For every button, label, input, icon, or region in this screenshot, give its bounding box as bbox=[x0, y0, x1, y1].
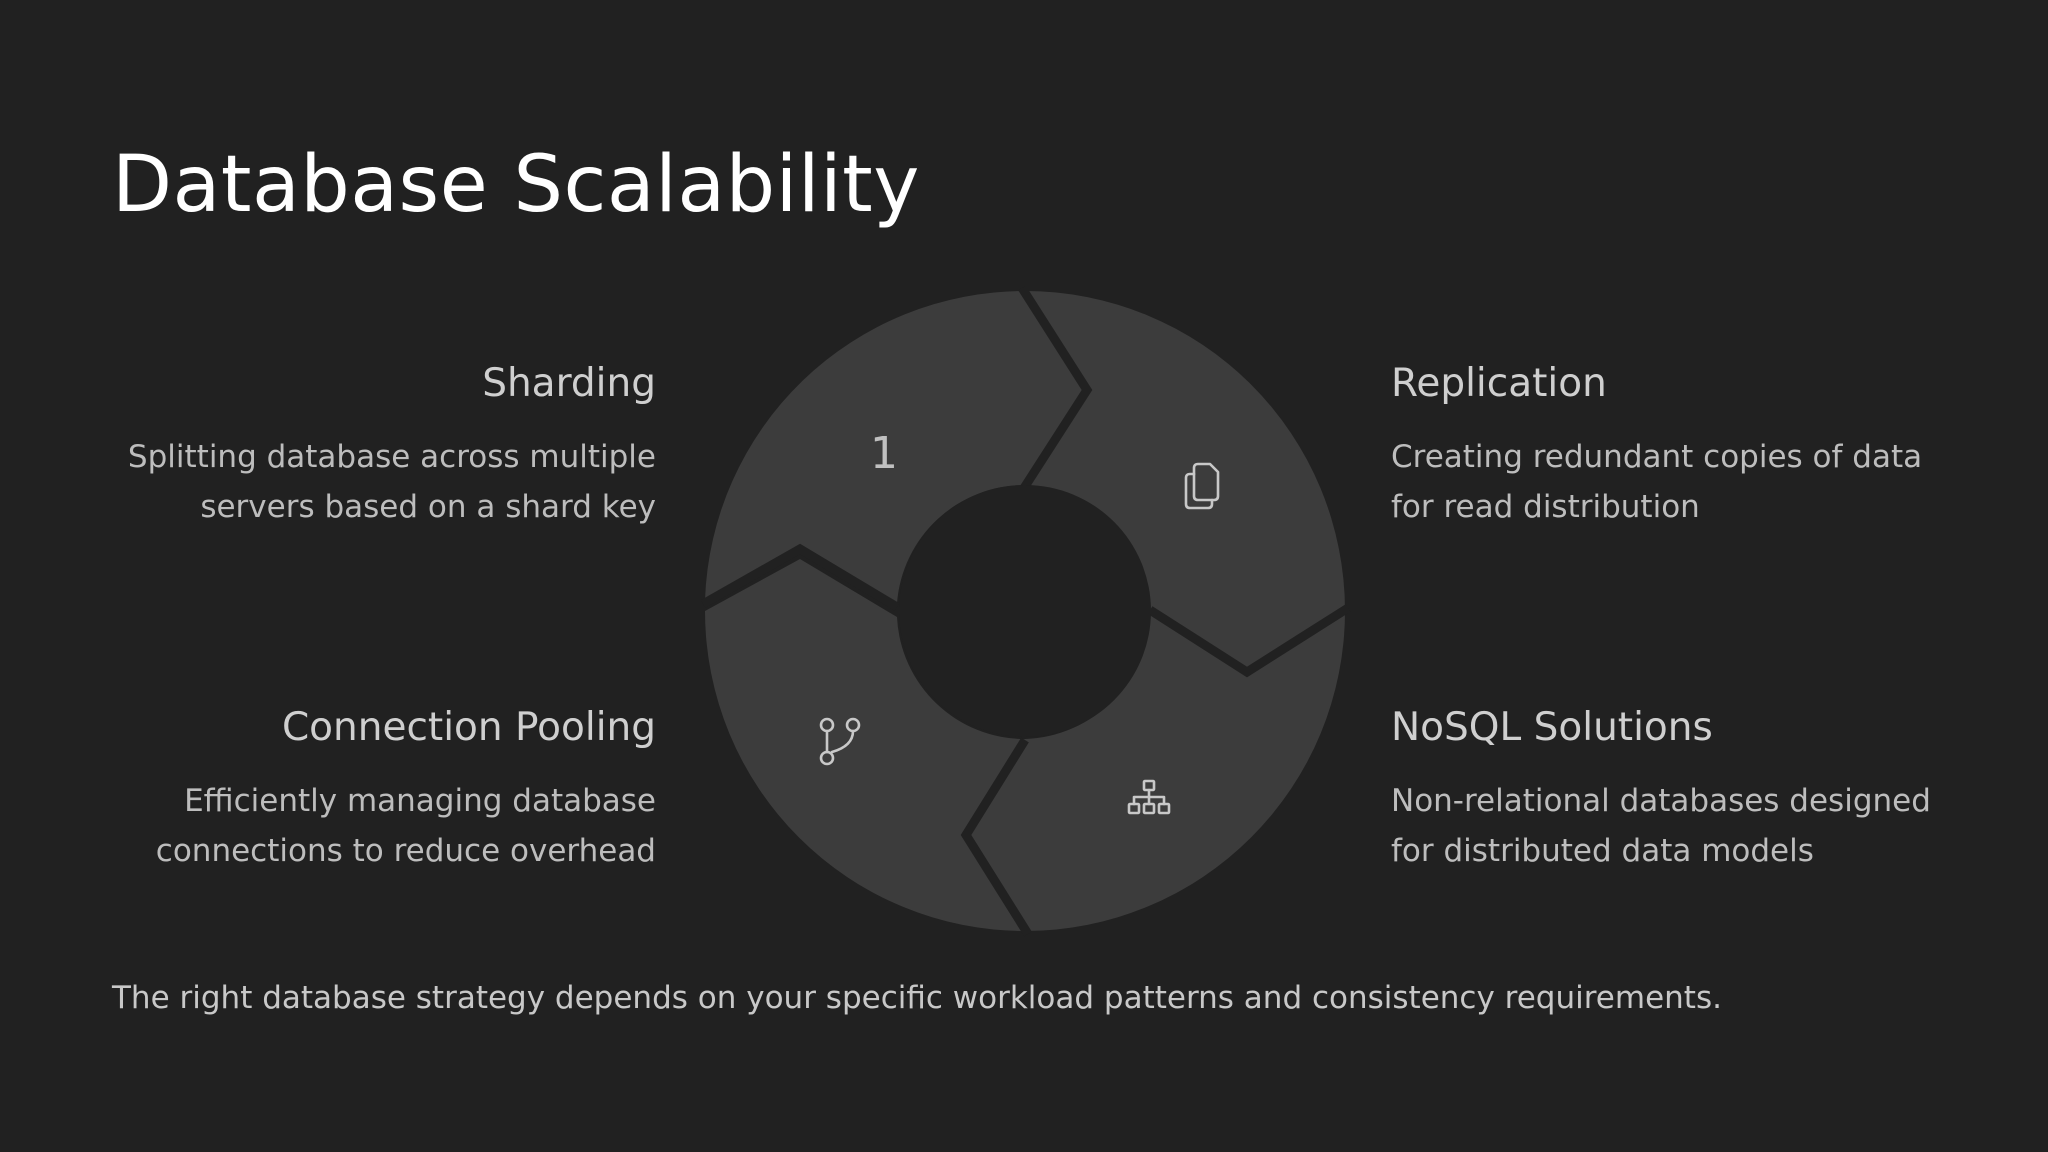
item-desc-nosql: Non-relational databases designed for di… bbox=[1391, 783, 1931, 869]
cycle-segment-connection-pooling bbox=[705, 559, 1025, 931]
segment-number-label: 1 bbox=[870, 428, 898, 479]
item-desc-replication: Creating redundant copies of data for re… bbox=[1391, 439, 1923, 525]
item-desc-connection-pooling: Efficiently managing database connection… bbox=[155, 783, 656, 869]
item-title-sharding: Sharding bbox=[482, 361, 656, 406]
item-title-replication: Replication bbox=[1391, 361, 1607, 406]
cycle-center bbox=[899, 485, 1151, 737]
item-title-nosql: NoSQL Solutions bbox=[1391, 705, 1713, 750]
item-title-connection-pooling: Connection Pooling bbox=[281, 705, 656, 750]
item-sharding: Sharding Splitting database across multi… bbox=[96, 360, 656, 532]
cycle-segment-sharding bbox=[705, 290, 1087, 603]
copy-icon bbox=[1184, 462, 1220, 510]
cycle-segment-nosql bbox=[966, 611, 1345, 931]
slide-title: Database Scalability bbox=[112, 140, 920, 230]
item-replication: Replication Creating redundant copies of… bbox=[1391, 360, 1951, 532]
footer-note: The right database strategy depends on y… bbox=[112, 980, 1722, 1016]
item-desc-sharding: Splitting database across multiple serve… bbox=[127, 439, 656, 525]
item-connection-pooling: Connection Pooling Efficiently managing … bbox=[96, 704, 656, 876]
hierarchy-icon bbox=[1127, 779, 1171, 815]
branch-icon bbox=[819, 717, 861, 766]
item-nosql: NoSQL Solutions Non-relational databases… bbox=[1391, 704, 1951, 876]
